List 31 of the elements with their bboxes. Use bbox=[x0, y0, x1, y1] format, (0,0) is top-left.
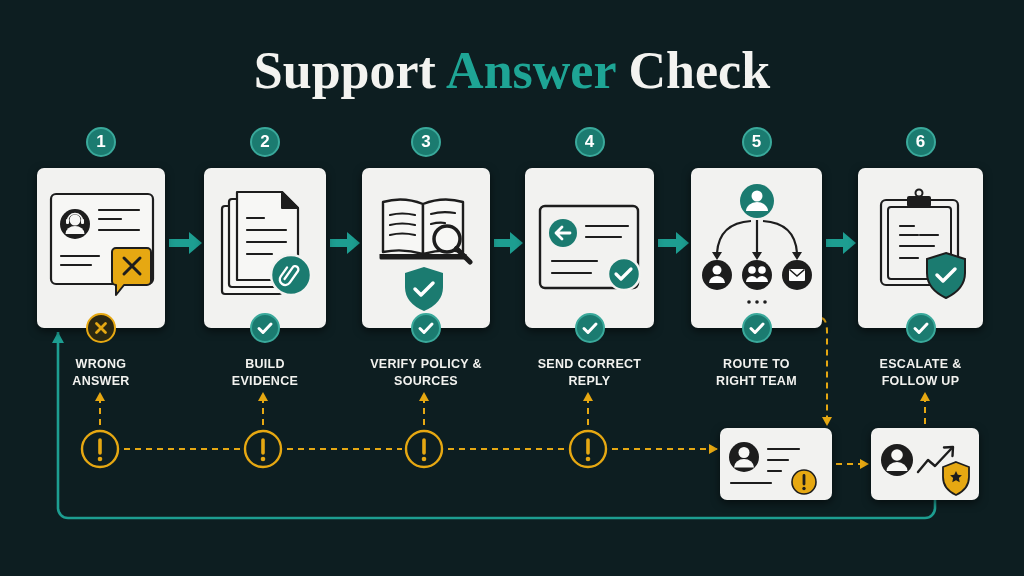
step-label: ESCALATE & FOLLOW UP bbox=[878, 356, 963, 390]
warning-icon bbox=[568, 429, 608, 469]
profile-card bbox=[720, 428, 832, 500]
dashed-arrow bbox=[920, 391, 930, 425]
dashed-line bbox=[123, 448, 242, 450]
dashed-arrow bbox=[611, 444, 719, 454]
dashed-arrow bbox=[95, 391, 105, 426]
dashed-arrow bbox=[419, 391, 429, 426]
step-number: 1 bbox=[86, 127, 116, 157]
step-number: 3 bbox=[411, 127, 441, 157]
dashed-arrow bbox=[258, 391, 268, 426]
step-number: 4 bbox=[574, 127, 605, 157]
dashed-arrow bbox=[821, 317, 832, 427]
profile-card bbox=[871, 428, 979, 500]
warning-icon bbox=[80, 429, 120, 469]
step-label: SEND CORRECT REPLY bbox=[536, 356, 643, 390]
dashed-arrow bbox=[583, 391, 593, 426]
step-number: 6 bbox=[905, 127, 936, 157]
step-number: 5 bbox=[741, 127, 772, 157]
dashed-arrow bbox=[835, 459, 870, 469]
dashed-line bbox=[447, 448, 567, 450]
step-label: VERIFY POLICY & SOURCES bbox=[370, 356, 482, 390]
arrow bbox=[52, 332, 937, 520]
warning-icon bbox=[404, 429, 444, 469]
step-label: ROUTE TO RIGHT TEAM bbox=[715, 356, 798, 390]
step-number: 2 bbox=[250, 127, 280, 157]
dashed-line bbox=[286, 448, 403, 450]
step-label: BUILD EVIDENCE bbox=[230, 356, 300, 390]
step-label: WRONG ANSWER bbox=[71, 356, 131, 390]
title: Support Answer Check bbox=[252, 41, 772, 101]
warning-icon bbox=[243, 429, 283, 469]
